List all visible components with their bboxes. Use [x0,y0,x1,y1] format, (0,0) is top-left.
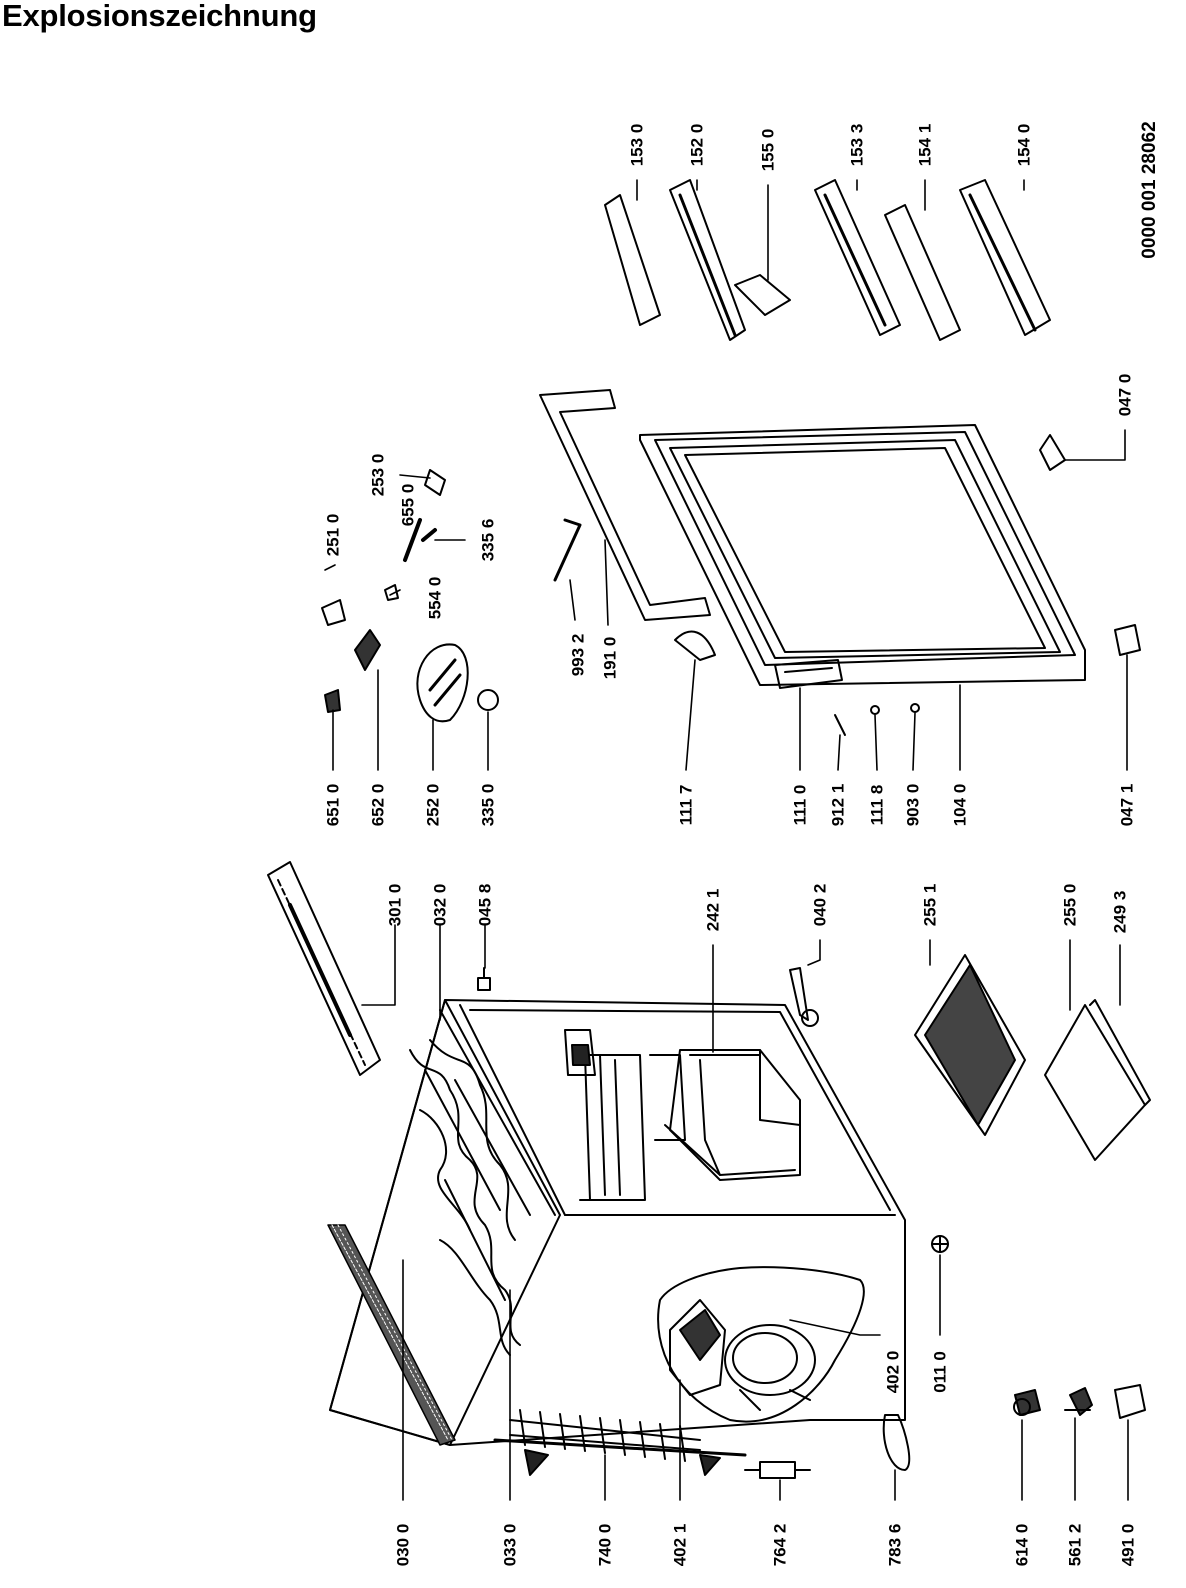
part-label-1533: 153 3 [847,123,867,167]
small-parts-lower [882,1384,1146,1471]
part-label-1550: 155 0 [758,128,778,172]
part-label-5612: 561 2 [1065,1523,1085,1567]
door-bins [604,179,1051,341]
part-label-0402: 040 2 [810,883,830,927]
part-label-7836: 783 6 [885,1523,905,1567]
part-label-6520: 652 0 [368,783,388,827]
part-label-1540: 154 0 [1014,123,1034,167]
part-label-4021: 402 1 [670,1523,690,1567]
feet [1039,434,1141,656]
part-label-5540: 554 0 [425,576,445,620]
shelves [914,954,1151,1161]
part-label-4910: 491 0 [1118,1523,1138,1567]
part-label-1541: 154 1 [915,123,935,167]
part-label-2421: 242 1 [703,888,723,932]
part-label-1117: 111 7 [676,784,696,826]
part-label-0471: 047 1 [1117,783,1137,827]
leader-lines [324,179,1129,1501]
part-label-0110: 011 0 [930,1351,950,1393]
part-label-0458: 045 8 [475,883,495,927]
part-label-9932: 993 2 [568,633,588,677]
part-label-2530: 253 0 [368,453,388,497]
part-label-0470: 047 0 [1115,373,1135,417]
part-label-1520: 152 0 [687,123,707,167]
part-label-1040: 104 0 [950,783,970,827]
part-label-0300: 030 0 [393,1523,413,1567]
door-frame [539,389,711,621]
part-label-2493: 249 3 [1110,890,1130,934]
part-label-3356: 335 6 [478,518,498,562]
screw-0458 [477,967,491,991]
part-label-7400: 740 0 [595,1523,615,1567]
part-label-1910: 191 0 [600,636,620,680]
top-trim [267,861,381,1076]
part-label-0330: 033 0 [500,1523,520,1567]
door-screws [834,703,920,736]
cabinet-body [327,967,949,1479]
part-label-2510: 251 0 [323,513,343,557]
part-label-6140: 614 0 [1012,1523,1032,1567]
part-label-6510: 651 0 [323,783,343,827]
part-label-9030: 903 0 [903,783,923,827]
part-label-7642: 764 2 [770,1523,790,1567]
page-title: Explosionszeichnung [2,0,317,33]
control-parts [321,469,582,723]
door-panel [639,424,1086,689]
part-label-1110: 111 0 [790,784,810,826]
part-label-2520: 252 0 [423,783,443,827]
part-label-9121: 912 1 [828,783,848,827]
part-label-1530: 153 0 [627,123,647,167]
part-label-1118: 111 8 [867,784,887,826]
part-label-3350: 335 0 [478,783,498,827]
part-label-2550: 255 0 [1060,883,1080,927]
part-label-4020: 402 0 [883,1350,903,1394]
part-label-6550: 655 0 [398,483,418,527]
part-label-2551: 255 1 [920,883,940,927]
part-label-3010: 301 0 [385,883,405,927]
part-label-0320: 032 0 [430,883,450,927]
